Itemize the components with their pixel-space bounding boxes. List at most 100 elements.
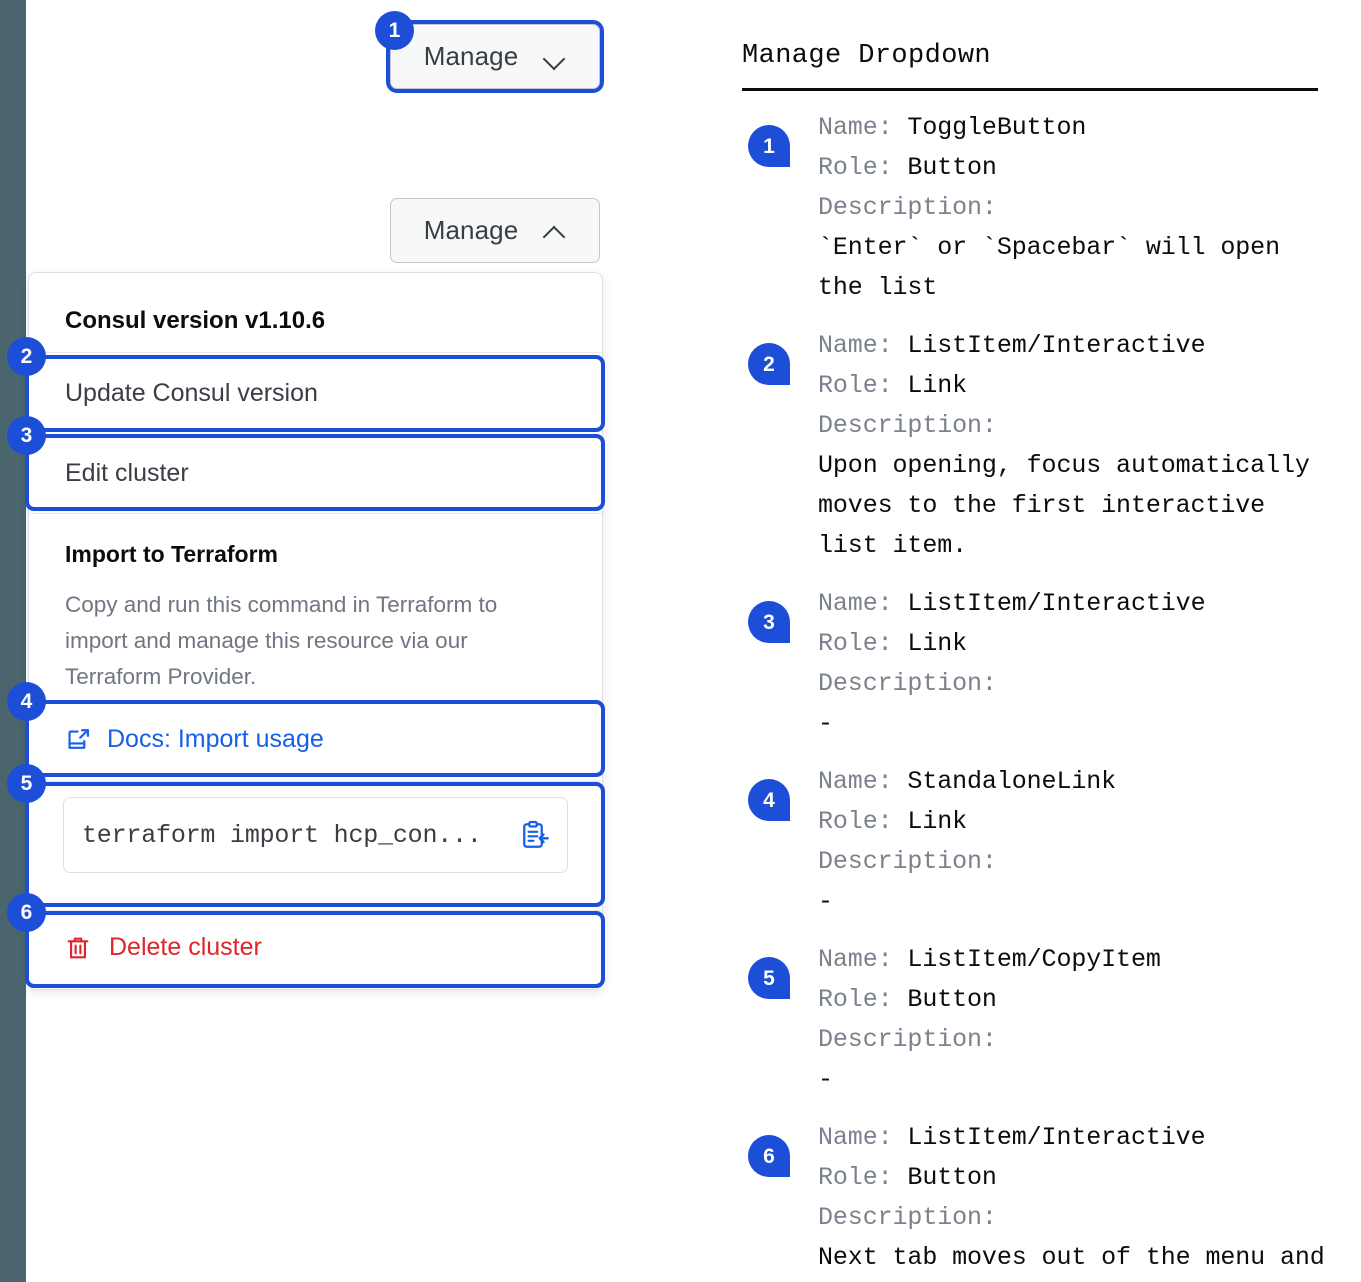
divider-1 [29, 352, 604, 353]
docs-import-usage-link[interactable]: Docs: Import usage [65, 725, 324, 754]
external-link-document-icon [65, 727, 91, 753]
callout-badge-1: 1 [375, 11, 414, 50]
manage-button-label-open: Manage [423, 215, 519, 245]
manage-toggle-button-open[interactable]: Manage [390, 198, 600, 263]
delete-cluster-label: Delete cluster [109, 933, 262, 961]
doc-entry-role-value: Button [907, 1163, 997, 1192]
doc-entry-name-value: ListItem/Interactive [907, 331, 1206, 360]
doc-row-label: Role: [818, 1163, 908, 1192]
callout-badge-4: 4 [7, 682, 46, 721]
doc-row-description-label: Description: [818, 193, 997, 222]
doc-entry-description-value: - [818, 1065, 833, 1094]
doc-callout-badge-6: 6 [748, 1135, 790, 1177]
manage-dropdown-panel: Consul version v1.10.6 Update Consul ver… [28, 272, 604, 990]
doc-panel-title: Manage Dropdown [742, 41, 992, 71]
doc-panel-rule [742, 88, 1318, 91]
doc-entry-role-value: Link [907, 807, 968, 836]
dropdown-demo-column: Manage 1 Manage Consul version v1.10.6 U… [0, 0, 700, 1282]
doc-row-description-label: Description: [818, 1203, 997, 1232]
doc-entry-name-value: ListItem/Interactive [907, 1123, 1206, 1152]
doc-row: Role: Link [818, 802, 1338, 842]
doc-row-description-label: Description: [818, 669, 997, 698]
manage-toggle-button-closed[interactable]: Manage [390, 24, 600, 89]
doc-entry-name-value: StandaloneLink [907, 767, 1117, 796]
menu-item-delete-cluster[interactable]: Delete cluster [65, 933, 262, 962]
doc-row: Name: ListItem/CopyItem [818, 940, 1338, 980]
docs-import-usage-label: Docs: Import usage [107, 725, 324, 753]
doc-entry-role-value: Link [907, 629, 968, 658]
doc-row: Name: ListItem/Interactive [818, 1118, 1338, 1158]
doc-callout-badge-4: 4 [748, 779, 790, 821]
doc-entry-description-value: list item. [818, 531, 968, 560]
import-to-terraform-title: Import to Terraform [65, 541, 278, 567]
doc-row-label: Role: [818, 153, 908, 182]
doc-entry-role-value: Link [907, 371, 968, 400]
import-to-terraform-description: Copy and run this command in Terraform t… [65, 592, 498, 689]
divider-2 [29, 513, 604, 514]
doc-entry-description-value: Next tab moves out of the menu and [818, 1243, 1325, 1272]
trash-icon [65, 935, 91, 961]
doc-row: Role: Button [818, 980, 1338, 1020]
doc-entry-description-value: - [818, 709, 833, 738]
terraform-import-command-text: terraform import hcp_con... [82, 820, 482, 850]
doc-row-label: Name: [818, 113, 908, 142]
chevron-up-icon [544, 224, 566, 237]
doc-entry-description-value: `Enter` or `Spacebar` will open [818, 233, 1280, 262]
doc-row: Role: Button [818, 1158, 1338, 1198]
doc-entry-name-value: ListItem/CopyItem [907, 945, 1161, 974]
consul-version-header: Consul version v1.10.6 [65, 307, 326, 334]
doc-row-description-label: Description: [818, 411, 997, 440]
doc-row-label: Name: [818, 767, 908, 796]
doc-entry-description-value: the list [818, 273, 938, 302]
doc-row-label: Role: [818, 985, 908, 1014]
terraform-import-command-box[interactable]: terraform import hcp_con... [63, 797, 568, 873]
doc-row-description-label: Description: [818, 847, 997, 876]
manage-button-label: Manage [423, 41, 519, 71]
doc-entry-description-value: - [818, 887, 833, 916]
doc-entry-name-value: ListItem/Interactive [907, 589, 1206, 618]
doc-row: Name: ListItem/Interactive [818, 326, 1338, 366]
doc-row-label: Role: [818, 371, 908, 400]
doc-row-description-label: Description: [818, 1025, 997, 1054]
doc-row: Name: ToggleButton [818, 108, 1338, 148]
doc-entry-description-value: moves to the first interactive [818, 491, 1266, 520]
doc-row: Role: Link [818, 366, 1338, 406]
doc-entry-description-value: Upon opening, focus automatically [818, 451, 1310, 480]
doc-row-label: Role: [818, 629, 908, 658]
doc-entry-name-value: ToggleButton [907, 113, 1087, 142]
doc-callout-badge-5: 5 [748, 957, 790, 999]
callout-badge-6: 6 [7, 893, 46, 932]
doc-entry-role-value: Button [907, 985, 997, 1014]
doc-row-label: Name: [818, 1123, 908, 1152]
doc-callout-badge-2: 2 [748, 343, 790, 385]
doc-row: Role: Link [818, 624, 1338, 664]
menu-item-update-consul-version[interactable]: Update Consul version [65, 379, 318, 407]
doc-entry-description-value: to the next focusable element [818, 1278, 1338, 1282]
doc-row-label: Name: [818, 945, 908, 974]
doc-callout-badge-3: 3 [748, 601, 790, 643]
doc-callout-badge-1: 1 [748, 125, 790, 167]
doc-row-label: Role: [818, 807, 908, 836]
doc-row: Name: StandaloneLink [818, 762, 1338, 802]
callout-badge-5: 5 [7, 764, 46, 803]
doc-row: Role: Button [818, 148, 1338, 188]
copy-to-clipboard-icon[interactable] [519, 820, 549, 850]
menu-item-edit-cluster[interactable]: Edit cluster [65, 459, 189, 487]
doc-row-label: Name: [818, 589, 908, 618]
doc-row-label: Name: [818, 331, 908, 360]
doc-row: Name: ListItem/Interactive [818, 584, 1338, 624]
divider-3 [29, 781, 604, 782]
